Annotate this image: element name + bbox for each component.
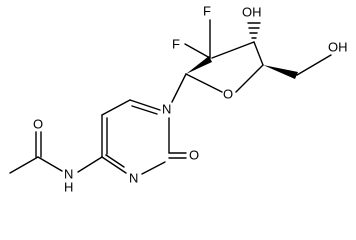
chemical-structure-diagram: O N H N O N O F F OH OH [9,3,348,193]
bond-c2-f-lower [184,43,211,59]
bond-methyl-carbonyl [9,156,39,174]
bond-n3-c4 [101,156,127,174]
bond-c4-ch2-wedge [263,65,298,79]
bond-c2-n3 [141,161,166,175]
atom-n-amide: N [64,166,73,181]
atom-o-acetyl: O [33,116,43,131]
bond-c3-c4 [253,41,264,66]
bond-c6-n1 [129,99,161,111]
bond-c3-oh-hashed [247,22,261,39]
atom-o-ring-carbonyl: O [189,147,199,162]
atom-f-upper: F [203,3,211,18]
atom-f-lower: F [172,36,180,51]
atom-h-amide: H [64,179,73,193]
bond-o4-c4 [235,64,264,93]
atom-oh-primary: OH [328,39,348,54]
bond-c5-c6 [101,99,131,116]
bond-ch2-oh [296,54,332,76]
bond-c2-c3 [211,41,255,59]
atom-oh-ring: OH [242,4,262,19]
molecule-drawing: O N H N O N O F F OH OH [9,3,348,193]
bond-carbonyl-nitrogen [37,156,63,172]
atom-n-glycosidic: N [162,101,171,116]
bond-amide-n-c4 [77,156,103,173]
bond-c6-n1-double [131,105,158,115]
atom-n-ring-bottom: N [129,170,138,185]
bond-c1-c2-wedge [186,56,212,74]
bond-c1-o4 [185,73,223,93]
bond-n3-c4-double [105,154,125,168]
atom-o-furanose: O [223,86,233,101]
bond-glycosidic [171,73,187,103]
